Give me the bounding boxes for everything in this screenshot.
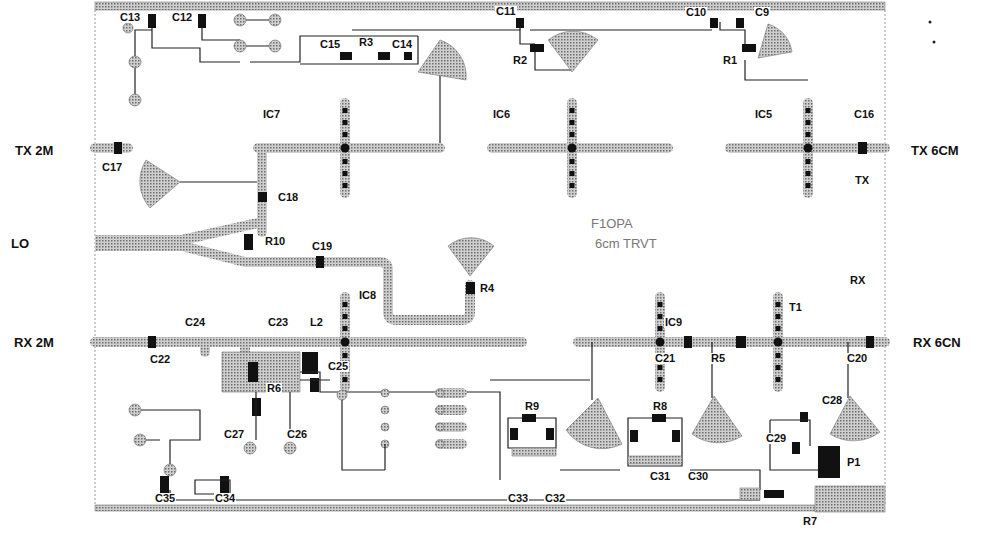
- part-label: T1: [788, 302, 803, 313]
- part-label: C9: [754, 7, 770, 18]
- port-label: LO: [10, 237, 30, 250]
- part-label: C19: [311, 241, 333, 252]
- part-label: C12: [171, 12, 193, 23]
- part-label: C34: [214, 493, 236, 504]
- part-label: R8: [652, 401, 668, 412]
- board-text: 6cm TRVT: [594, 237, 658, 250]
- part-label: C28: [821, 395, 843, 406]
- part-label: C24: [184, 317, 206, 328]
- part-label: C23: [267, 317, 289, 328]
- part-label: C11: [495, 6, 517, 17]
- part-label: C31: [649, 471, 671, 482]
- part-label: C17: [101, 162, 123, 173]
- part-label: C26: [286, 429, 308, 440]
- part-label: C30: [687, 471, 709, 482]
- part-label: TX: [854, 175, 870, 186]
- part-label: C14: [391, 39, 413, 50]
- part-label: L2: [309, 317, 324, 328]
- part-label: C21: [654, 353, 676, 364]
- part-label: C15: [319, 39, 341, 50]
- port-label: TX 2M: [14, 144, 54, 157]
- part-label: IC8: [358, 290, 377, 301]
- part-label: C27: [223, 429, 245, 440]
- part-label: C18: [277, 192, 299, 203]
- part-label: C10: [685, 7, 707, 18]
- part-label: C32: [544, 493, 566, 504]
- part-label: R6: [266, 383, 282, 394]
- part-label: RX: [849, 275, 866, 286]
- part-label: C16: [853, 109, 875, 120]
- part-label: IC9: [664, 317, 683, 328]
- part-label: IC5: [754, 109, 773, 120]
- part-label: R7: [802, 516, 818, 527]
- port-label: TX 6CM: [910, 144, 960, 157]
- part-label: R9: [524, 401, 540, 412]
- part-label: IC6: [492, 109, 511, 120]
- port-label: RX 2M: [13, 336, 55, 349]
- board-text: F1OPA: [590, 217, 634, 230]
- part-label: R2: [512, 55, 528, 66]
- part-label: C35: [154, 493, 176, 504]
- part-label: C13: [119, 12, 141, 23]
- part-label: R1: [722, 55, 738, 66]
- part-label: R5: [710, 353, 726, 364]
- part-label: C25: [327, 361, 349, 372]
- port-label: RX 6CN: [912, 336, 962, 349]
- part-label: R3: [358, 37, 374, 48]
- part-label: C22: [149, 354, 171, 365]
- part-label: C33: [507, 493, 529, 504]
- part-label: R10: [264, 236, 286, 247]
- part-label: IC7: [262, 109, 281, 120]
- part-label: P1: [846, 457, 861, 468]
- part-label: C29: [765, 433, 787, 444]
- part-label: R4: [479, 283, 495, 294]
- part-label: C20: [846, 353, 868, 364]
